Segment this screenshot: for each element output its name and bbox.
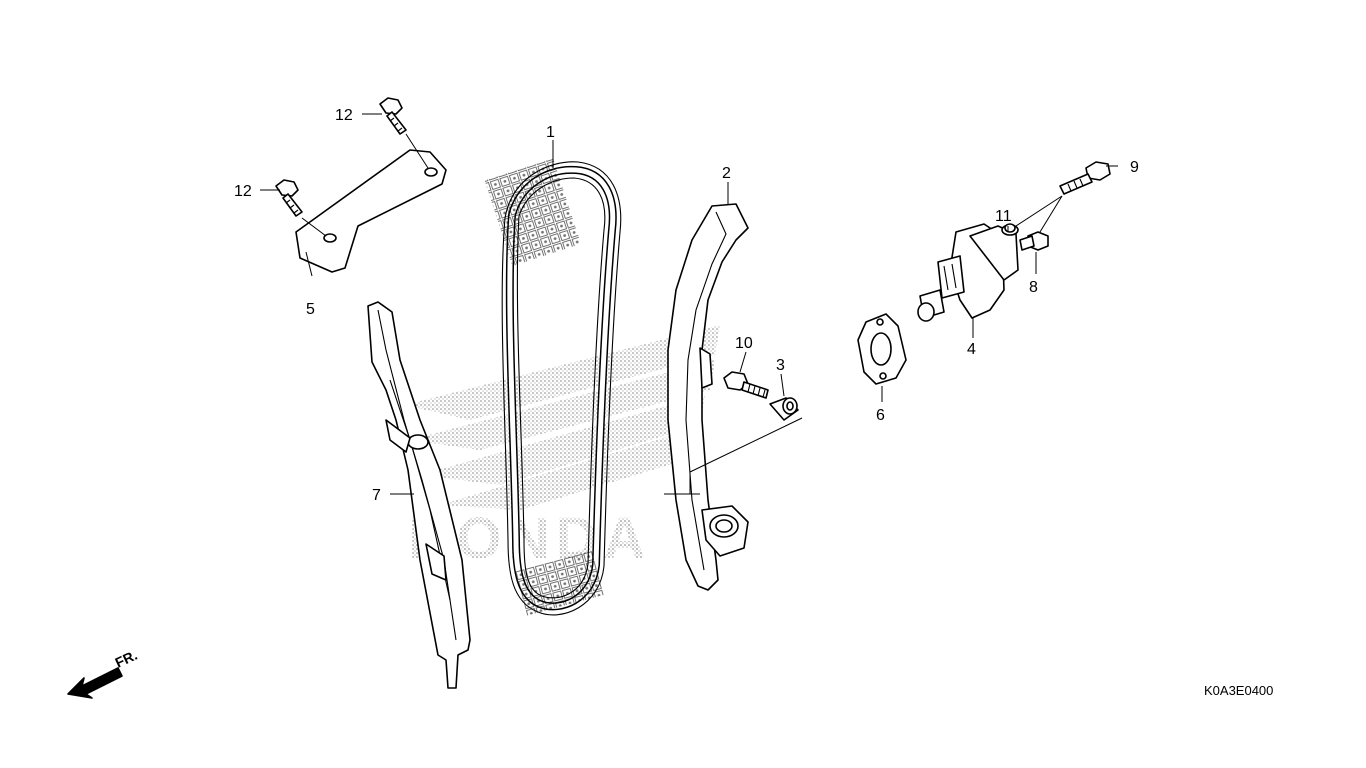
bolt-part-9[interactable] <box>1059 161 1111 195</box>
callout-2: 2 <box>722 165 731 182</box>
cam-chain-part-1[interactable] <box>484 158 622 616</box>
bolt-part-8[interactable] <box>1019 231 1049 251</box>
callout-7: 7 <box>372 487 381 504</box>
collar-part-3[interactable] <box>769 397 799 421</box>
leader-lines <box>260 113 1118 495</box>
callout-11: 11 <box>995 208 1012 225</box>
gasket-part-6[interactable] <box>857 313 907 385</box>
callout-10: 10 <box>735 335 753 352</box>
callout-6: 6 <box>876 407 885 424</box>
callout-4: 4 <box>967 341 976 358</box>
tensioner-lifter-part-4[interactable] <box>917 223 1019 322</box>
bolt-part-12-upper[interactable] <box>379 97 407 135</box>
callout-5: 5 <box>306 301 315 318</box>
callout-1: 1 <box>546 124 555 141</box>
callout-8: 8 <box>1029 279 1038 296</box>
diagram-reference-code: K0A3E0400 <box>1204 683 1273 698</box>
callout-9: 9 <box>1130 159 1139 176</box>
callout-labels: 1 2 3 4 5 6 7 8 9 10 11 12 12 <box>234 107 1139 504</box>
bolt-part-12-lower[interactable] <box>275 179 303 217</box>
chain-guide-part-7[interactable] <box>367 301 471 689</box>
front-label: FR. <box>113 647 140 671</box>
callout-12-upper: 12 <box>335 107 353 124</box>
callout-12-lower: 12 <box>234 183 252 200</box>
washer-part-11[interactable] <box>1004 223 1016 233</box>
bolt-part-10[interactable] <box>723 371 769 399</box>
guide-plate-part-5[interactable] <box>295 149 447 273</box>
front-arrow-icon <box>67 667 123 699</box>
callout-3: 3 <box>776 357 785 374</box>
front-direction-marker: FR. <box>67 647 140 699</box>
chain-tensioner-slipper-part-2[interactable] <box>667 203 749 591</box>
